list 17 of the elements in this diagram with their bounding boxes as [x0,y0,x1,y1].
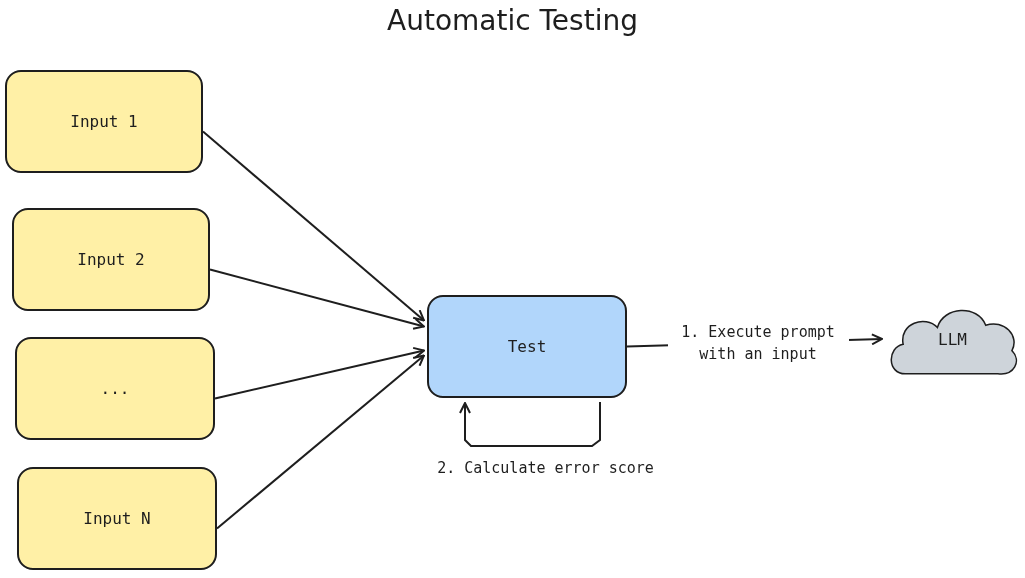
arrow [209,268,425,330]
arrow [459,401,601,447]
arrow [202,130,425,322]
node-label: ... [100,379,130,398]
process-box [427,295,627,398]
node-label: Test [507,337,547,356]
node-label: Input 2 [77,250,145,269]
diagram-title: Automatic Testing [386,4,639,37]
arrow [216,354,425,530]
process-box [15,337,215,440]
node-label: LLM [938,329,967,349]
node-label: Input 1 [70,112,138,131]
node-label: Input N [83,509,151,528]
process-box [12,208,210,311]
process-box [5,70,203,173]
arrow [214,346,425,400]
process-box [17,467,217,570]
